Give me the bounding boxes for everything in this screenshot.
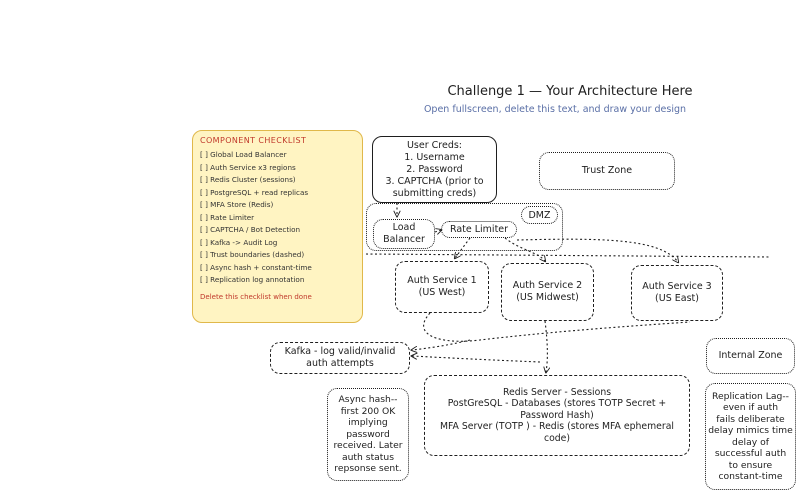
arrow-auth-to-db (545, 320, 547, 372)
arrow-rl-to-auth2 (504, 237, 545, 261)
user-creds-line: 3. CAPTCHA (prior to (385, 175, 484, 187)
async-note-line: received. Later (333, 440, 403, 452)
repl-note-line: even if auth (722, 402, 779, 413)
repl-note-line: successful auth (714, 448, 787, 459)
repl-note-line: delay of (732, 436, 769, 448)
auth-service-3-line: (US East) (655, 293, 699, 304)
repl-note-line: to ensure (728, 459, 773, 471)
repl-note-line: delay mimics time (708, 425, 793, 436)
replication-lag-note[interactable]: Replication Lag-- even if auth fails del… (705, 383, 796, 490)
arrow-auth-to-kafka (412, 339, 471, 350)
dmz-label[interactable]: DMZ (521, 206, 558, 224)
internal-zone-label: Internal Zone (718, 350, 783, 361)
rate-limiter-box[interactable]: Rate Limiter (441, 221, 517, 238)
auth-service-2-line: Auth Service 2 (512, 280, 583, 291)
dmz-zone-boundary[interactable] (366, 203, 563, 251)
async-hash-note[interactable]: Async hash-- first 200 OK implying passw… (327, 388, 409, 481)
checklist-item: [ ] Async hash + constant-time (200, 262, 312, 272)
async-note-line: auth status (341, 451, 395, 463)
rate-limiter-label: Rate Limiter (449, 223, 509, 235)
auth-service-3-box[interactable]: Auth Service 3 (US East) (631, 265, 723, 321)
load-balancer-line: Load (392, 222, 416, 233)
checklist-title: COMPONENT CHECKLIST (200, 136, 307, 145)
auth-merge-curve (423, 312, 691, 342)
checklist-item: [ ] Trust boundaries (dashed) (200, 250, 305, 259)
load-balancer-line: Balancer (383, 234, 425, 245)
data-store-line: Redis Server - Sessions (502, 386, 612, 398)
auth-service-1-line: (US West) (418, 287, 466, 298)
data-store-line: Password Hash) (520, 409, 594, 421)
data-store-line: PostGreSQL - Databases (stores TOTP Secr… (447, 398, 667, 410)
repl-note-line: fails deliberate (716, 413, 785, 425)
checklist-note: Delete this checklist when done (200, 292, 312, 301)
async-note-line: repsonse sent. (334, 463, 402, 475)
trust-zone-label: Trust Zone (581, 165, 633, 176)
async-note-line: password (346, 428, 390, 440)
async-note-line: Async hash-- (338, 394, 398, 406)
user-creds-line: User Creds: (406, 139, 462, 151)
data-stores-box[interactable]: Redis Server - Sessions PostGreSQL - Dat… (424, 375, 690, 456)
checklist-item: [ ] CAPTCHA / Bot Detection (200, 225, 301, 234)
auth-service-1-line: Auth Service 1 (407, 275, 477, 286)
async-note-line: implying (348, 417, 388, 429)
trust-boundary-line (365, 253, 771, 258)
page-title: Challenge 1 — Your Architecture Here (447, 84, 693, 99)
component-checklist[interactable]: COMPONENT CHECKLIST [ ] Global Load Bala… (192, 130, 363, 323)
data-store-line: MFA Server (TOTP ) - Redis (stores MFA e… (440, 421, 674, 433)
auth-service-3-line: Auth Service 3 (642, 281, 712, 292)
checklist-item: [ ] PostgreSQL + read replicas (200, 187, 309, 197)
kafka-line: Kafka - log valid/invalid (284, 346, 396, 357)
checklist-item: [ ] Auth Service x3 regions (200, 162, 296, 172)
checklist-item: [ ] MFA Store (Redis) (200, 200, 274, 209)
page-subtitle: Open fullscreen, delete this text, and d… (423, 104, 687, 115)
repl-note-line: Replication Lag-- (712, 390, 789, 402)
async-note-line: first 200 OK (340, 405, 396, 417)
auth-service-1-box[interactable]: Auth Service 1 (US West) (395, 261, 489, 313)
checklist-item: [ ] Redis Cluster (sessions) (200, 175, 296, 184)
kafka-log-box[interactable]: Kafka - log valid/invalid auth attempts (270, 342, 410, 374)
user-creds-line: 2. Password (406, 163, 463, 175)
kafka-line: auth attempts (306, 358, 374, 369)
user-creds-line: 1. Username (404, 151, 465, 163)
auth-service-2-box[interactable]: Auth Service 2 (US Midwest) (501, 263, 594, 321)
repl-note-line: constant-time (718, 471, 783, 482)
arrow-rl-to-auth3 (516, 238, 678, 262)
checklist-item: [ ] Replication log annotation (200, 275, 305, 284)
arrow-lb-to-rate-limiter (434, 230, 441, 232)
user-creds-box[interactable]: User Creds: 1. Username 2. Password 3. C… (372, 136, 497, 203)
internal-zone-box[interactable]: Internal Zone (706, 338, 795, 374)
trust-zone-box[interactable]: Trust Zone (539, 152, 675, 190)
auth-service-2-line: (US Midwest) (516, 292, 579, 303)
data-store-line: code) (543, 432, 571, 444)
arrow-db-to-kafka (412, 356, 541, 363)
user-creds-line: submitting creds) (392, 187, 477, 199)
checklist-item: [ ] Rate Limiter (200, 212, 255, 222)
checklist-item: [ ] Kafka -> Audit Log (200, 237, 278, 247)
checklist-item: [ ] Global Load Balancer (200, 150, 287, 159)
load-balancer-box[interactable]: Load Balancer (373, 219, 435, 249)
